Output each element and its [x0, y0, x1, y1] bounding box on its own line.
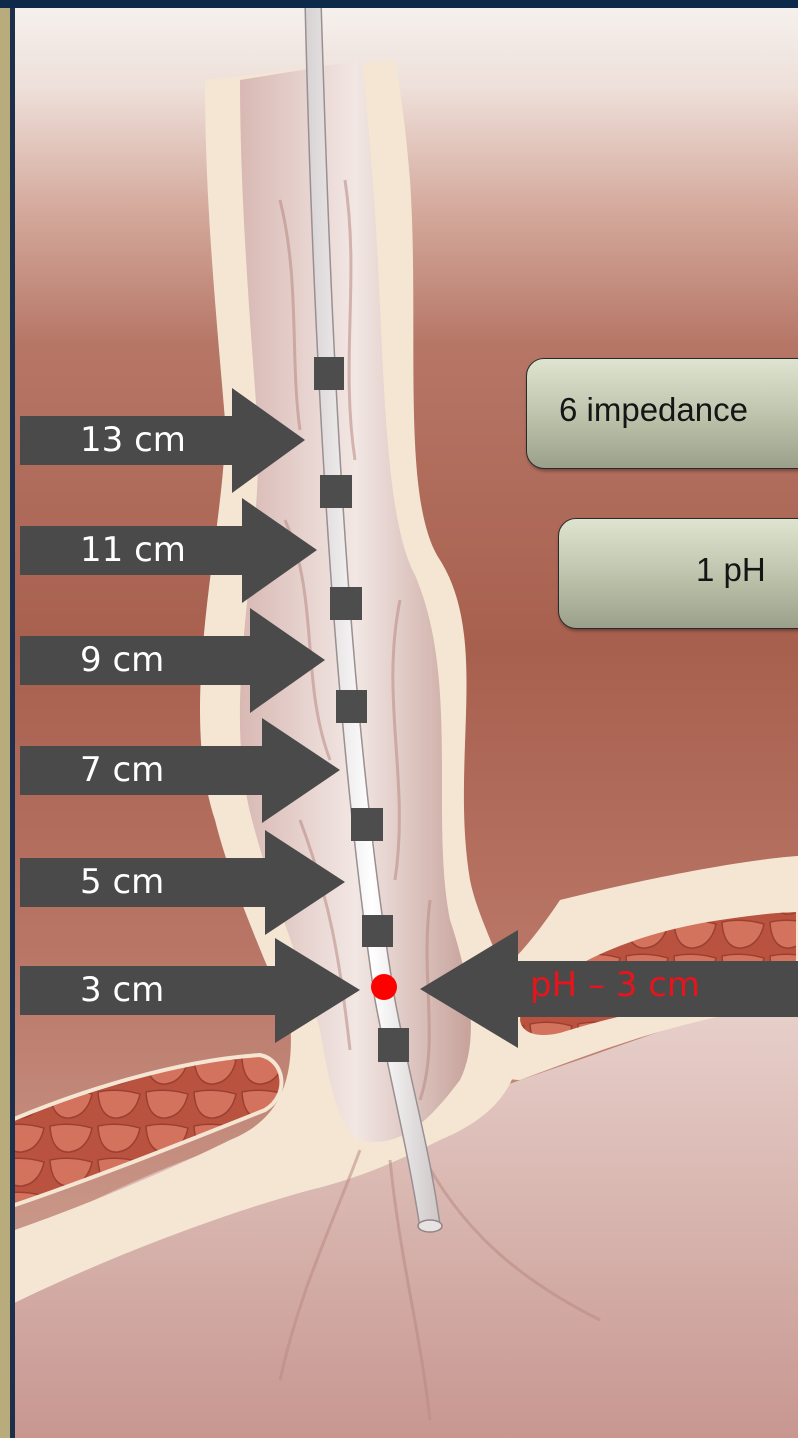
sensor-label-13cm: 13 cm: [80, 420, 186, 460]
sensor-label-7cm: 7 cm: [80, 750, 164, 790]
sensor-arrow-7cm: [20, 718, 345, 823]
impedance-electrode: [362, 915, 393, 947]
sensor-label-9cm: 9 cm: [80, 640, 164, 680]
impedance-electrode: [314, 357, 344, 390]
impedance-electrode: [351, 808, 383, 841]
top-frame-edge: [0, 0, 798, 8]
sensor-arrow-9cm: [20, 608, 330, 713]
sensor-label-5cm: 5 cm: [80, 862, 164, 902]
catheter-tip: [418, 1220, 442, 1232]
callout-impedance: 6 impedance: [526, 358, 798, 469]
impedance-electrode: [378, 1028, 409, 1062]
ph-sensor-label: pH – 3 cm: [530, 965, 700, 1005]
sensor-label-11cm: 11 cm: [80, 530, 186, 570]
left-frame-strip: [0, 0, 10, 1438]
left-frame-edge: [10, 0, 15, 1438]
ph-sensor-dot: [371, 974, 397, 1000]
impedance-electrode: [330, 587, 362, 620]
sensor-arrow-5cm: [20, 830, 350, 935]
sensor-arrow-3cm: [20, 938, 365, 1043]
sensor-label-3cm: 3 cm: [80, 970, 164, 1010]
impedance-electrode: [320, 475, 352, 508]
callout-ph: 1 pH: [558, 518, 798, 629]
